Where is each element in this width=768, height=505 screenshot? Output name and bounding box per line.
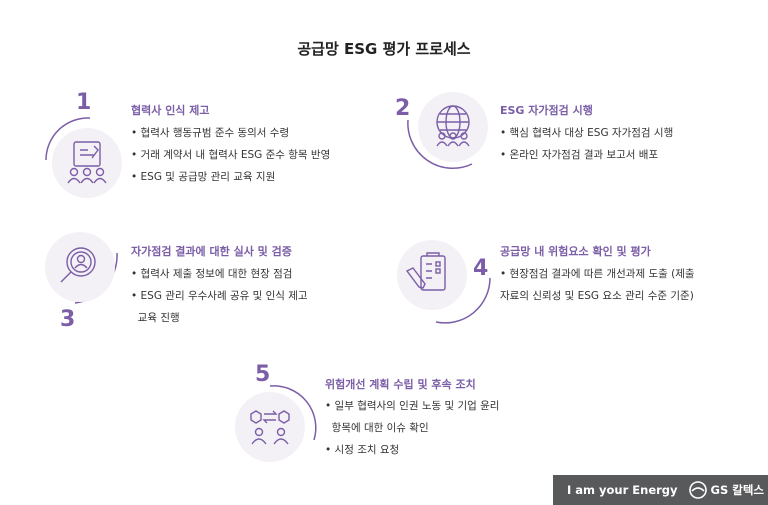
step-number: 1	[76, 90, 92, 115]
step-bullets: • 일부 협력사의 인권 노동 및 기업 윤리 항목에 대한 이슈 확인 • 시…	[325, 395, 499, 461]
exchange-people-icon	[235, 392, 305, 462]
document-people-icon	[52, 128, 122, 198]
bullet: • 협력사 제출 정보에 대한 현장 점검	[131, 268, 293, 280]
gs-logo-icon	[688, 481, 707, 499]
bullet: • 일부 협력사의 인권 노동 및 기업 윤리	[325, 400, 500, 412]
arc-decoration	[407, 119, 473, 169]
bullet: • 협력사 행동규범 준수 동의서 수령	[131, 127, 290, 139]
step-number: 2	[395, 96, 411, 121]
footer-banner: I am your Energy GS 칼텍스	[553, 475, 768, 505]
bullet: • 현장점검 결과에 따른 개선과제 도출 (제출	[500, 268, 695, 280]
step-number: 4	[473, 256, 489, 281]
step-title: ESG 자가점검 시행	[500, 104, 593, 117]
bullet: • 핵심 협력사 대상 ESG 자가점검 시행	[500, 127, 674, 139]
step-title: 공급망 내 위험요소 확인 및 평가	[500, 245, 651, 258]
magnifier-person-icon	[45, 232, 115, 302]
bullet: • ESG 관리 우수사례 공유 및 인식 제고	[131, 290, 308, 302]
step-title: 협력사 인식 제고	[131, 104, 210, 117]
arc-decoration	[269, 385, 317, 441]
bullet: • 온라인 자가점검 결과 보고서 배포	[500, 149, 659, 161]
arc-decoration	[435, 277, 491, 324]
step-title: 위험개선 계획 수립 및 후속 조치	[325, 378, 476, 391]
step-bullets: • 핵심 협력사 대상 ESG 자가점검 시행 • 온라인 자가점검 결과 보고…	[500, 122, 673, 166]
bullet: 항목에 대한 이슈 확인	[325, 422, 429, 434]
step-title: 자가점검 결과에 대한 실사 및 검증	[131, 245, 292, 258]
bullet: • ESG 및 공급망 관리 교육 지원	[131, 171, 276, 183]
step-bullets: • 협력사 제출 정보에 대한 현장 점검 • ESG 관리 우수사례 공유 및…	[131, 263, 308, 329]
step-number: 3	[60, 307, 76, 332]
bullet: 자료의 신뢰성 및 ESG 요소 관리 수준 기준)	[500, 290, 694, 302]
page-title: 공급망 ESG 평가 프로세스	[297, 40, 471, 58]
bullet: • 거래 계약서 내 협력사 ESG 준수 항목 반영	[131, 149, 331, 161]
step-bullets: • 협력사 행동규범 준수 동의서 수령 • 거래 계약서 내 협력사 ESG …	[131, 122, 330, 188]
arc-decoration	[45, 117, 91, 161]
footer-brand: GS 칼텍스	[710, 483, 764, 497]
globe-people-icon	[418, 92, 488, 162]
brand-logo: GS 칼텍스	[688, 480, 764, 500]
step-bullets: • 현장점검 결과에 따른 개선과제 도출 (제출 자료의 신뢰성 및 ESG …	[500, 263, 695, 307]
step-number: 5	[255, 362, 271, 387]
bullet: 교육 진행	[131, 312, 180, 324]
footer-tagline: I am your Energy	[567, 483, 678, 497]
checklist-pen-icon	[397, 240, 467, 310]
bullet: • 시정 조치 요청	[325, 444, 400, 456]
